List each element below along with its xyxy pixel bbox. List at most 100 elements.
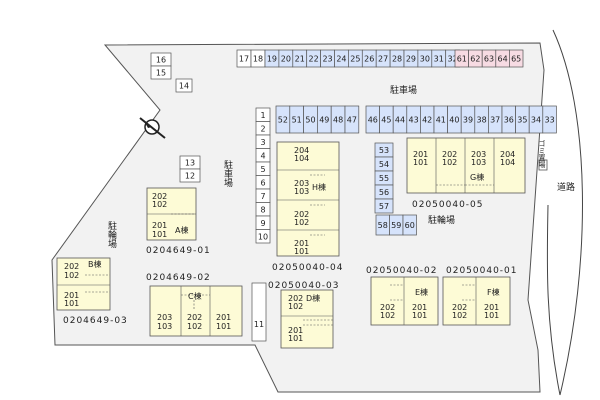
room-number: 102 xyxy=(294,218,309,227)
room-number: 101 xyxy=(294,247,309,256)
building-code: 0204649-01 xyxy=(146,246,211,256)
room-number: 203 xyxy=(471,150,486,159)
parking-slot: 14 xyxy=(175,78,193,93)
parking-slot: 13 xyxy=(179,155,201,170)
building-name: A棟 xyxy=(175,225,188,235)
parking-slot: 56 xyxy=(374,184,394,200)
parking-slot-number: 46 xyxy=(368,116,378,125)
parking-slot-number: 34 xyxy=(531,116,541,125)
room-number: 202 xyxy=(380,303,395,312)
parking-slot-number: 10 xyxy=(258,232,268,241)
parking-slot-number: 9 xyxy=(260,219,265,228)
parking-slot: 47 xyxy=(344,105,360,134)
building-code: 02050040-04 xyxy=(272,263,344,273)
parking-slot-number: 37 xyxy=(490,116,500,125)
room-number: 201 xyxy=(413,150,428,159)
parking-slot: 10 xyxy=(255,229,271,244)
parking-slot-number: 5 xyxy=(260,165,265,174)
parking-slot-number: 20 xyxy=(281,55,291,64)
parking-slot: 2 xyxy=(255,121,271,136)
parking-slot: 8 xyxy=(255,202,271,217)
parking-slot-number: 14 xyxy=(179,82,189,91)
room-number: 104 xyxy=(294,154,309,163)
parking-slot: 19 xyxy=(264,49,280,68)
parking-slot-number: 27 xyxy=(378,55,388,64)
parking-slot: 6 xyxy=(255,175,271,190)
parking-slot: 30 xyxy=(417,49,433,68)
building-code: 0204649-03 xyxy=(63,316,128,326)
room-number: 201 xyxy=(484,303,499,312)
room-number: 203 xyxy=(157,313,172,322)
room-number: 101 xyxy=(64,299,79,308)
parking-slot: 38 xyxy=(474,105,489,134)
north-arrow-icon xyxy=(139,117,166,139)
parking-slot-number: 56 xyxy=(379,188,389,197)
bike-label-right: 駐輪場 xyxy=(428,214,455,226)
parking-slot-number: 64 xyxy=(498,55,508,64)
building-code: 0204649-02 xyxy=(146,273,211,283)
room-number: 201 xyxy=(412,303,427,312)
parking-slot-number: 62 xyxy=(470,55,480,64)
parking-slot: 48 xyxy=(330,105,346,134)
parking-slot: 22 xyxy=(306,49,321,68)
parking-slot: 21 xyxy=(292,49,308,68)
room-number: 204 xyxy=(500,150,515,159)
parking-slot: 57 xyxy=(374,198,394,214)
parking-slot: 23 xyxy=(320,49,335,68)
parking-slot: 4 xyxy=(255,148,271,163)
parking-slot: 59 xyxy=(389,214,404,236)
parking-slot-number: 43 xyxy=(409,116,419,125)
parking-slot-number: 44 xyxy=(395,116,405,125)
building-code: 02050040-05 xyxy=(412,200,484,210)
building-name: G棟 xyxy=(470,172,484,182)
parking-slot-number: 11 xyxy=(254,320,264,329)
building-name: C棟 xyxy=(188,291,202,301)
bike-label-left: 駐輪場 xyxy=(106,220,117,249)
room-number: 201 xyxy=(64,291,79,300)
parking-slot-number: 2 xyxy=(260,124,265,133)
parking-slot: 20 xyxy=(278,49,294,68)
parking-slot-number: 48 xyxy=(333,116,343,125)
room-number: 101 xyxy=(413,158,428,167)
parking-slot: 40 xyxy=(447,105,462,134)
parking-slot: 36 xyxy=(501,105,516,134)
parking-slot: 46 xyxy=(365,105,380,134)
parking-slot-number: 8 xyxy=(260,205,265,214)
room-number: 202 xyxy=(288,294,303,303)
parking-slot: 52 xyxy=(275,105,291,134)
parking-slot: 16 xyxy=(150,52,172,67)
parking-slot-number: 19 xyxy=(267,55,277,64)
parking-slot-number: 58 xyxy=(378,221,388,230)
parking-slot-number: 6 xyxy=(260,178,265,187)
parking-slot-number: 59 xyxy=(391,221,401,230)
parking-slot: 29 xyxy=(403,49,419,68)
parking-slot-number: 60 xyxy=(405,221,415,230)
parking-slot: 17 xyxy=(236,49,252,68)
building-code: 02050040-01 xyxy=(446,266,518,276)
parking-slot-number: 22 xyxy=(309,55,319,64)
parking-slot-number: 3 xyxy=(260,138,265,147)
parking-slot: 42 xyxy=(420,105,435,134)
road-curve-outer xyxy=(552,29,583,396)
parking-slot-number: 7 xyxy=(260,192,265,201)
parking-slot-number: 36 xyxy=(504,116,514,125)
parking-slot-number: 12 xyxy=(185,172,195,181)
room-number: 103 xyxy=(471,158,486,167)
building-code: 02050040-02 xyxy=(366,266,438,276)
parking-label-left: 駐車場 xyxy=(222,159,233,188)
room-number: 201 xyxy=(288,326,303,335)
room-number: 102 xyxy=(288,302,303,311)
parking-slot: 62 xyxy=(468,49,483,68)
room-number: 202 xyxy=(442,150,457,159)
parking-slot: 58 xyxy=(375,214,390,236)
parking-slot-number: 1 xyxy=(260,111,265,120)
parking-slot-number: 15 xyxy=(156,69,166,78)
building-name: H棟 xyxy=(312,182,326,192)
parking-slot-number: 65 xyxy=(511,55,521,64)
parking-slot: 49 xyxy=(317,105,332,134)
building-name: E棟 xyxy=(415,287,428,297)
parking-slot-number: 13 xyxy=(185,159,195,168)
